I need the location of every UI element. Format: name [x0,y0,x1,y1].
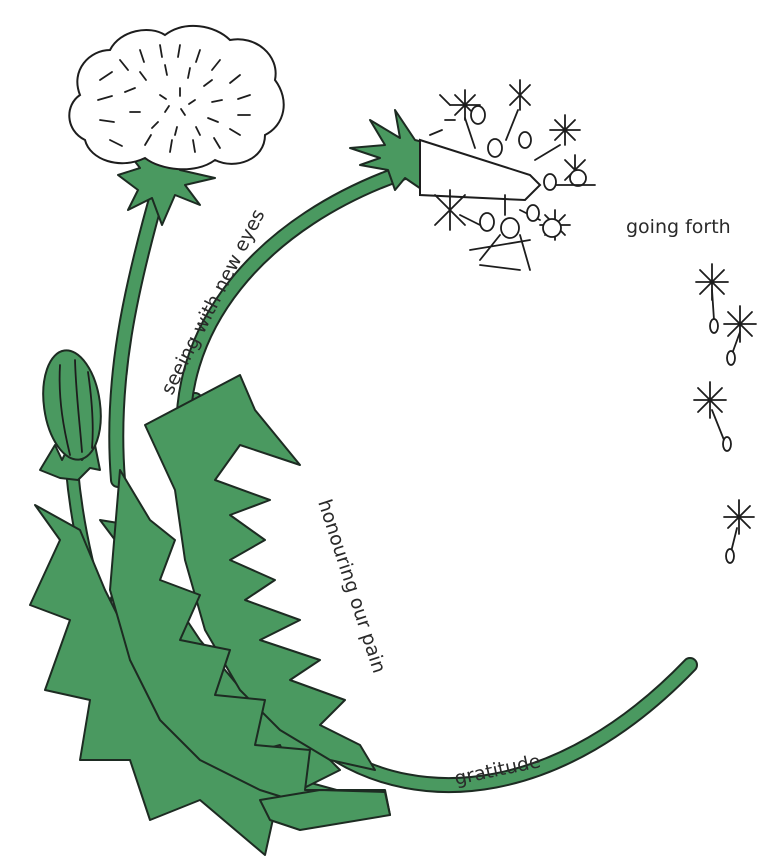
floating-seed-4 [724,500,754,563]
label-seeing-with-new-eyes: seeing with new eyes [157,206,270,399]
bud [37,347,108,480]
floating-seeds [694,264,756,563]
label-honouring-our-pain: honouring our pain [313,497,390,676]
floating-seed-1 [696,264,728,333]
floating-seed-3 [694,382,731,451]
floating-seed-2 [724,306,756,365]
flower [69,26,283,225]
label-going-forth: going forth [626,216,731,238]
leaf-bottom [260,790,390,830]
flower-head [69,26,283,169]
seedhead-receptacle [420,140,540,200]
bud-head [37,347,108,464]
